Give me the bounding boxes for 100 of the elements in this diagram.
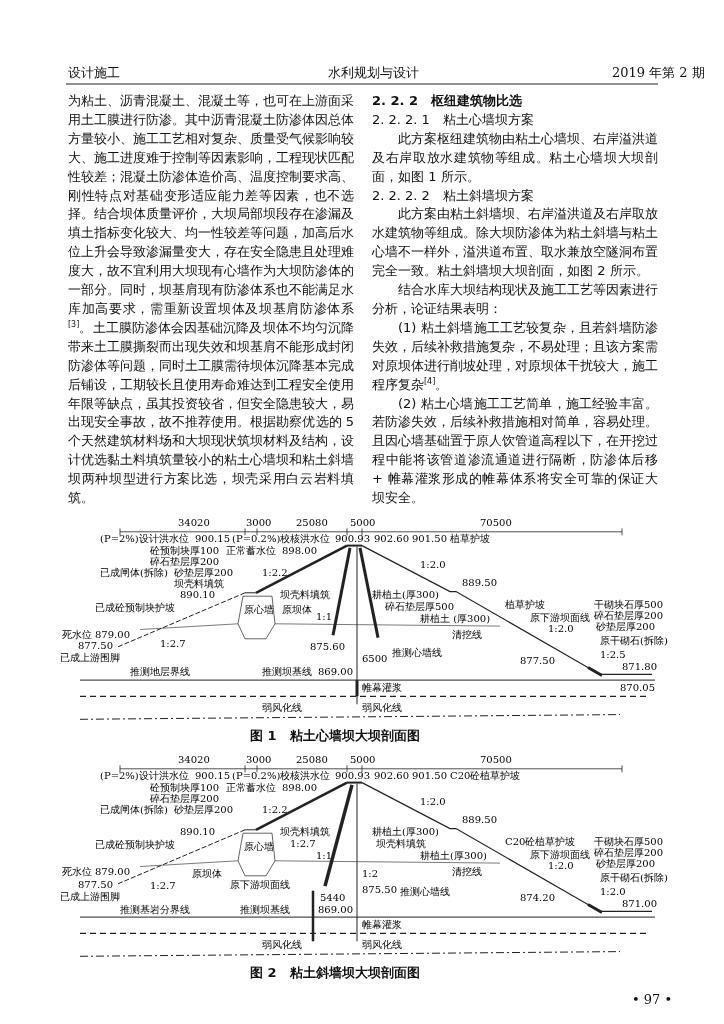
slope-ratio-label: 1:2 — [362, 869, 379, 879]
elevation-label: 869.00 — [318, 667, 353, 677]
callout-label: 植草护坡 — [450, 534, 490, 544]
callout-label: 弱风化线 — [362, 940, 402, 950]
callout-label: 推测坝基线 — [262, 667, 312, 677]
elevation-label: 871.00 — [622, 899, 657, 909]
body-paragraph: (2) 粘土心墙施工工艺简单，施工经验丰富。若防渗失效，后续补救措施相对简单，容易处理。且因心墙基础置于原人饮管道高程以下，在开挖过程中能将该管道渗流通道进行隔断，防渗体后移 + 帷幕灌浆形成的帷幕体系将安全可靠的保证大坝安全。 — [372, 394, 658, 508]
callout-label: (P=0.2%)校核洪水位 — [232, 534, 331, 544]
callout-label: 原干砌石(拆除) — [600, 636, 668, 646]
slope-ratio-label: 1:1 — [316, 612, 333, 622]
callout-label: 弱风化线 — [262, 940, 302, 950]
slope-ratio-label: 1:2.5 — [600, 650, 626, 660]
section-heading: 2. 2. 2 枢纽建筑物比选 — [372, 92, 524, 110]
callout-label: 帷幕灌浆 — [362, 920, 402, 930]
slope-ratio-label: 1:2.0 — [548, 861, 574, 871]
callout-label: 已成闸体(拆除) — [100, 805, 168, 815]
elevation-label: 900.93 — [335, 534, 370, 544]
body-paragraph: 为粘土、沥青混凝土、混凝土等，也可在上游面采用土工膜进行防渗。其中沥青混凝土防渗体因总体方量较小、施工工艺相对复杂、质量受气候影响较大、施工进度难于控制等因素影响，工程现状匹配性较差；混凝土防渗体造价高、温度控制要求高、刚性特点对基础变形适应能力差等因素，也不选择。结合坝体质量评价，大坝局部坝段存在渗漏及填土指标变化较大、均一性较差等问题，加高后水位上升会导致渗漏量变大，存在安全隐患且处理难度大，故不宜利用大坝现有心墙作为大坝防渗体的一部分。同时，坝基肩现有防渗体系也不能满足水库加高要求，需重新设置坝体及坝基肩防渗体系$^{[3]}$。土工膜防渗体会因基础沉降及坝体不均匀沉降带来土工膜撕裂而出现失效和坝基肩不能形成封闭防渗体等问题，同时土工膜需待坝体沉降基本完成后铺设，工期较长且使用寿命难达到工程安全使用年限等缺点，虽其投资较省，但安全隐患较大，易出现安全事故，故不推荐使用。根据勘察优选的 5 个天然建筑材料场和大坝现状筑坝材料及结构，设计优选黏土料填筑量较小的粘土心墙坝和粘土斜墙坝两种坝型进行方案比选，坝壳采用白云岩料填筑。 — [68, 92, 354, 508]
body-paragraph: (1) 粘土斜墙施工工艺较复杂，且若斜墙防渗失效，后续补救措施复杂，不易处理；且该方案需对原坝体进行削坡处理，对原坝体干扰较大，施工程序复杂$^{[4]}$。 — [372, 318, 658, 394]
elevation-label: 877.50 — [78, 641, 113, 651]
dimension-label: 70500 — [480, 755, 512, 765]
dimension-label: 3000 — [246, 755, 272, 765]
callout-label: 推测坝基线 — [240, 905, 290, 915]
elevation-label: 879.00 — [95, 867, 130, 877]
elevation-label: 898.00 — [282, 783, 317, 793]
elevation-label: 890.10 — [180, 827, 215, 837]
callout-label: 原下游坝面线 — [230, 880, 290, 890]
callout-label: 干砌块石厚500 — [594, 837, 664, 847]
callout-label: 推测心墙线 — [392, 648, 442, 658]
dimension-label: 25080 — [296, 518, 328, 528]
callout-label: 原坝体 — [282, 605, 312, 615]
elevation-label: 900.93 — [335, 771, 370, 781]
dimension-label: 3000 — [246, 518, 272, 528]
callout-label: 原下游坝面线 — [530, 850, 590, 860]
dimension-label: 5000 — [350, 518, 376, 528]
callout-label: 植草护坡 — [505, 600, 545, 610]
elevation-label: 870.05 — [620, 683, 655, 693]
dimension-label: 5000 — [350, 755, 376, 765]
section-header: 设计施工 — [68, 64, 120, 82]
callout-label: 原心墙 — [244, 605, 274, 615]
page-number: • 97 • — [632, 992, 673, 1007]
elevation-label: 898.00 — [282, 546, 317, 556]
elevation-label: 890.10 — [180, 590, 215, 600]
callout-label: 砂垫层厚200 — [596, 622, 656, 632]
elevation-label: 879.00 — [95, 630, 130, 640]
callout-label: 已成砼预制块护坡 — [95, 603, 175, 613]
slope-ratio-label: 1:2.2 — [262, 805, 288, 815]
elevation-label: 902.60 — [374, 534, 409, 544]
callout-label: C20砼植草护坡 — [450, 771, 521, 781]
dimension-label: 34020 — [178, 518, 210, 528]
elevation-label: 875.50 — [362, 885, 397, 895]
callout-label: 砂垫层厚200 — [174, 568, 234, 578]
dimension-label: 34020 — [178, 755, 210, 765]
slope-ratio-label: 1:2.7 — [290, 839, 316, 849]
elevation-label: 877.50 — [78, 880, 113, 890]
journal-name: 水利规划与设计 — [328, 64, 419, 82]
callout-label: 推测地层界线 — [130, 667, 190, 677]
elevation-label: 889.50 — [462, 578, 497, 588]
callout-label: 弱风化线 — [262, 703, 302, 713]
callout-label: 正常蓄水位 — [226, 546, 276, 556]
callout-label: 砼预制块厚100 — [150, 546, 220, 556]
elevation-label: 869.00 — [318, 905, 353, 915]
elevation-label: 900.15 — [195, 534, 230, 544]
callout-label: 原下游坝面线 — [530, 613, 590, 623]
callout-label: 正常蓄水位 — [226, 783, 276, 793]
callout-label: 坝壳料填筑 — [174, 579, 224, 589]
body-paragraph: 此方案由粘土斜墙坝、右岸溢洪道及右岸取放水建筑物等组成。除大坝防渗体为粘土斜墙与粘土心墙不一样外，溢洪道布置、取水兼放空隧洞布置完全一致。粘土斜墙坝大坝剖面，如图 2 所示。 — [372, 205, 658, 281]
elevation-label: 901.50 — [412, 534, 447, 544]
callout-label: 已成闸体(拆除) — [100, 568, 168, 578]
callout-label: 砂垫层厚200 — [174, 805, 234, 815]
elevation-label: 889.50 — [462, 815, 497, 825]
elevation-label: 874.20 — [520, 893, 555, 903]
elevation-label: 871.80 — [622, 662, 657, 672]
callout-label: 推测基岩分界线 — [120, 905, 190, 915]
callout-label: 耕植土(厚300) — [420, 851, 487, 861]
callout-label: 已成砼预制块护坡 — [95, 840, 175, 850]
callout-label: (P=2%)设计洪水位 — [100, 534, 189, 544]
slope-ratio-label: 1:1 — [316, 851, 333, 861]
callout-label: 碎石垫层厚200 — [150, 794, 220, 804]
callout-label: 弱风化线 — [362, 703, 402, 713]
callout-label: 坝壳料填筑 — [376, 839, 426, 849]
callout-label: 已成上游围脚 — [60, 892, 120, 902]
callout-label: 耕植土 (厚300) — [420, 614, 491, 624]
slope-ratio-label: 1:2.0 — [548, 624, 574, 634]
callout-label: 坝壳料填筑 — [280, 827, 330, 837]
elevation-label: 902.60 — [374, 771, 409, 781]
callout-label: 原坝体 — [192, 869, 222, 879]
callout-label: 已成上游围脚 — [60, 653, 120, 663]
section-heading: 2. 2. 2. 2 粘土斜墙坝方案 — [372, 186, 535, 205]
dimension-label: 6500 — [362, 654, 388, 664]
callout-label: 原干砌石(拆除) — [600, 873, 668, 883]
slope-ratio-label: 1:2.7 — [150, 881, 176, 891]
callout-label: C20砼植草护坡 — [505, 837, 576, 847]
callout-label: 砼预制块厚100 — [150, 783, 220, 793]
callout-label: 帷幕灌浆 — [362, 683, 402, 693]
slope-ratio-label: 1:2.2 — [262, 568, 288, 578]
callout-label: 耕植土(厚300) — [372, 590, 439, 600]
callout-label: 推测心墙线 — [400, 887, 450, 897]
callout-label: 碎石垫层厚500 — [385, 602, 455, 612]
dimension-label: 5440 — [320, 893, 346, 903]
